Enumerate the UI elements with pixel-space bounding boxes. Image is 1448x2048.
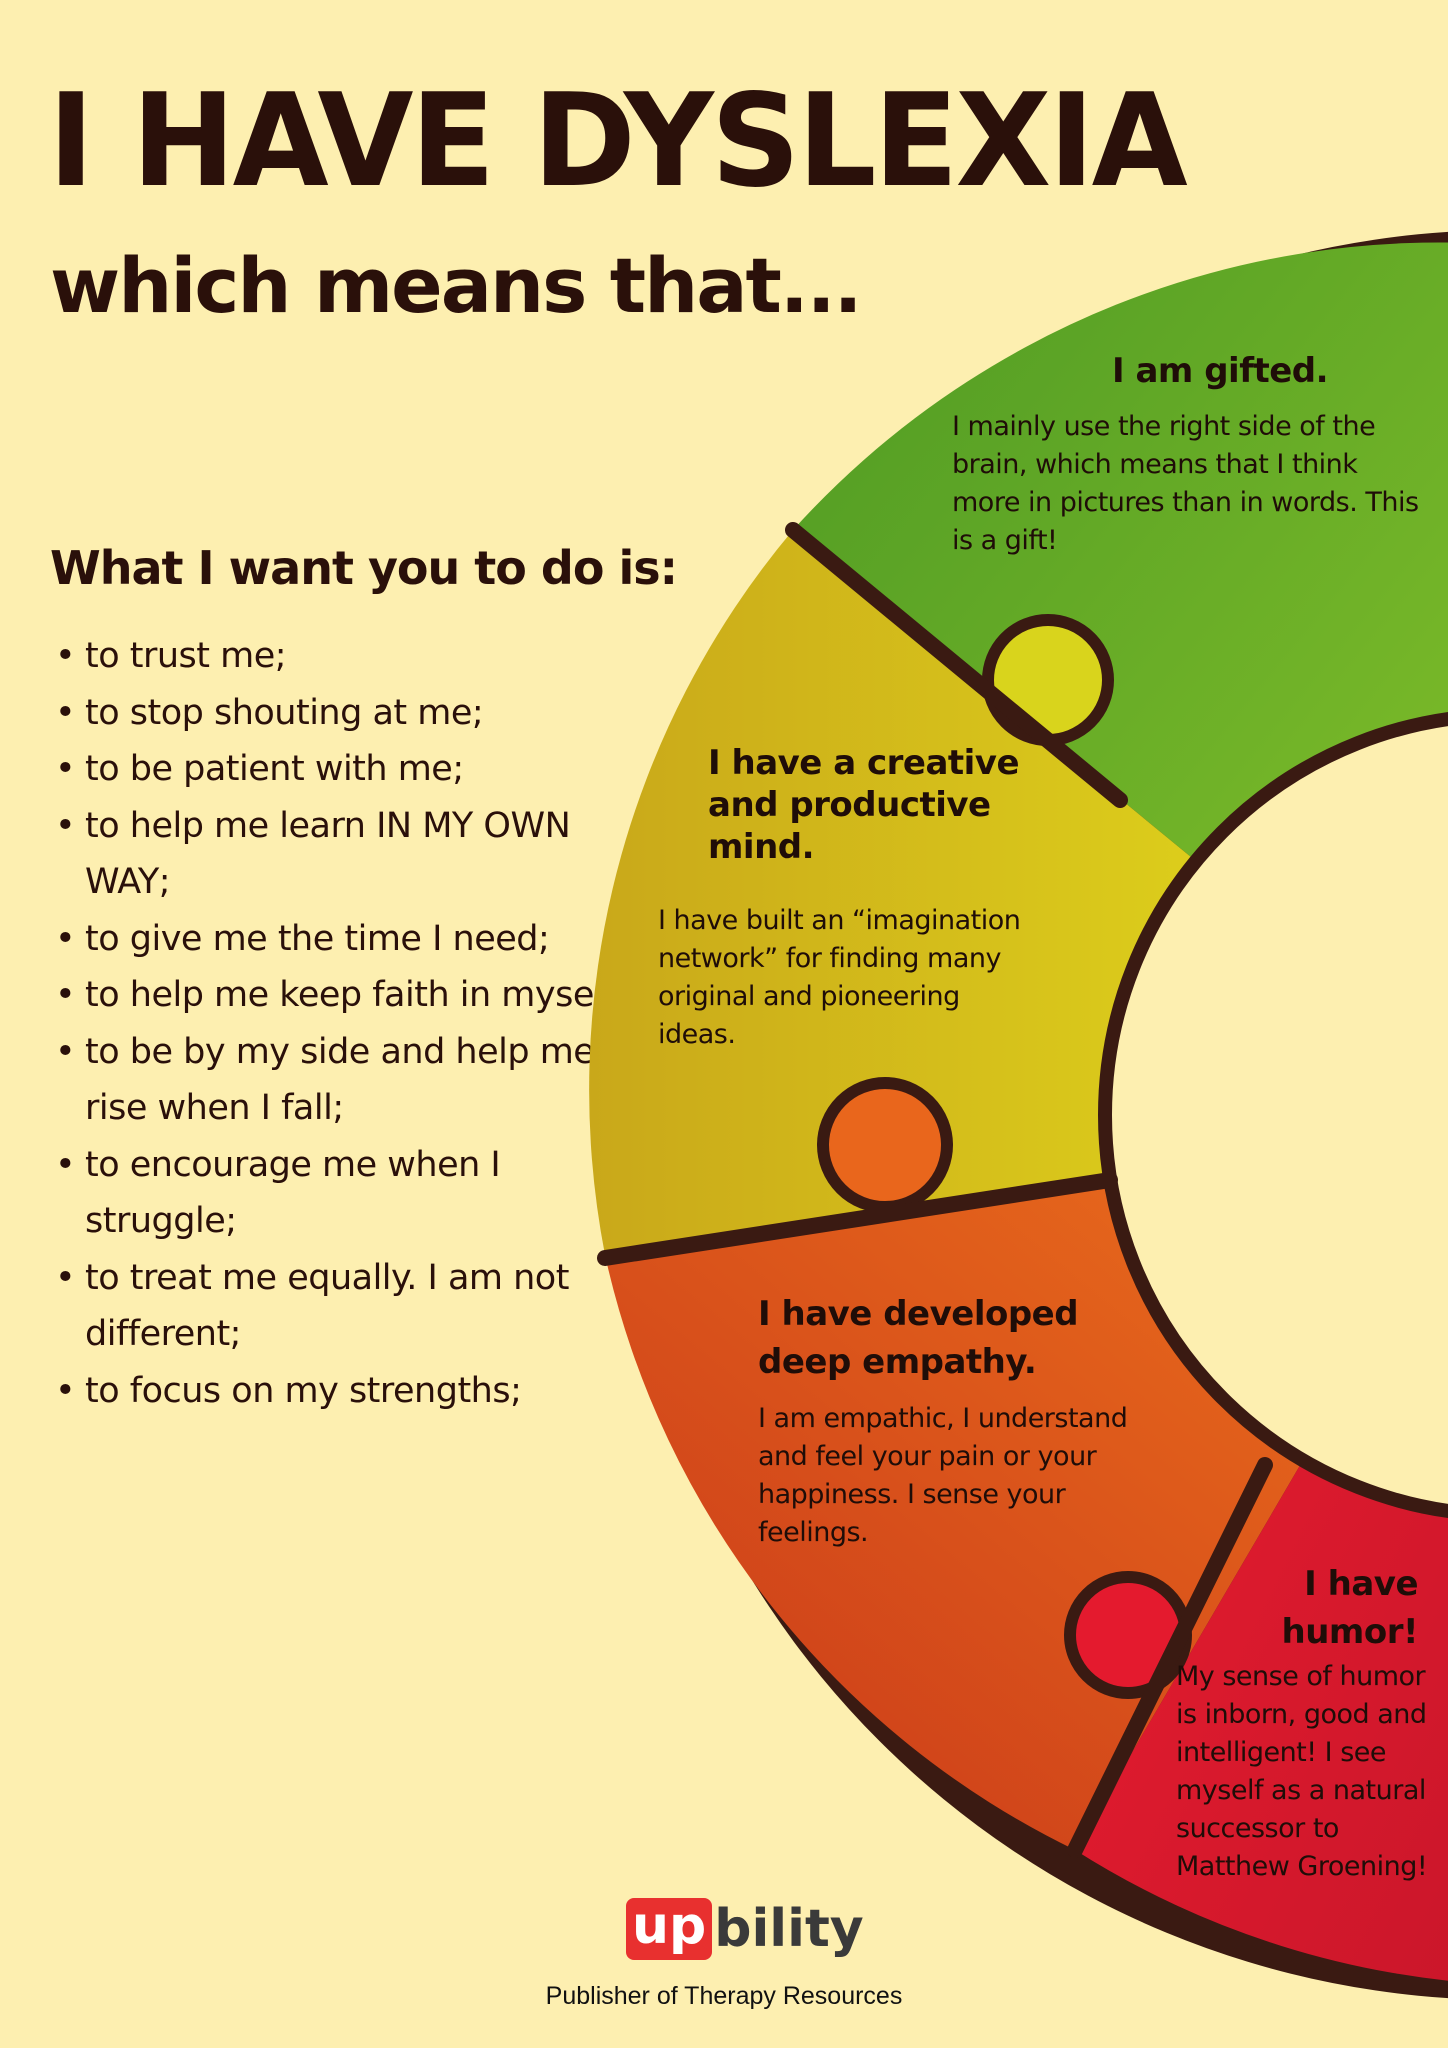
segment-heading: I have developed deep empathy. — [758, 1294, 1079, 1382]
logo-rest: bility — [714, 1899, 864, 1959]
list-item: to be by my side and help me rise when I… — [55, 1024, 645, 1137]
segment-heading: I have a creative and productive mind. — [708, 743, 1020, 867]
segment-body: I mainly use the right side of the brain… — [952, 411, 1419, 556]
segment-body: I have built an “imagination network” fo… — [658, 905, 1021, 1050]
puzzle-tab-green — [982, 614, 1114, 746]
segment-empathy: I have developed deep empathy. I am empa… — [758, 1290, 1158, 1552]
wants-list: to trust me; to stop shouting at me; to … — [0, 628, 645, 1419]
segment-green — [793, 242, 1448, 1069]
page-subtitle: which means that... — [50, 241, 862, 330]
page-title: I HAVE DYSLEXIA — [48, 67, 1188, 216]
divider — [1067, 1457, 1273, 1858]
segment-orange — [605, 1123, 1448, 1850]
tagline: Publisher of Therapy Resources — [545, 1982, 903, 2010]
list-item: to be patient with me; — [55, 741, 645, 798]
segment-humor-body: My sense of humor is inborn, good and in… — [1176, 1658, 1446, 1886]
segment-humor: I have humor! — [1268, 1560, 1419, 1656]
list-item: to trust me; — [55, 628, 645, 685]
upbility-logo: up bility — [626, 1898, 864, 1960]
segment-body: My sense of humor is inborn, good and in… — [1176, 1661, 1428, 1882]
list-item: to help me keep faith in myself; — [55, 967, 645, 1024]
logo-up: up — [626, 1898, 713, 1960]
segment-heading: I am gifted. — [1112, 351, 1329, 391]
divider — [785, 522, 1128, 808]
segment-heading: I have humor! — [1281, 1564, 1419, 1652]
list-item: to give me the time I need; — [55, 911, 645, 968]
segment-creative-body: I have built an “imagination network” fo… — [658, 902, 1038, 1054]
list-item: to help me learn IN MY OWN WAY; — [55, 798, 645, 911]
segment-yellow — [589, 530, 1448, 1255]
list-item: to treat me equally. I am not different; — [55, 1250, 645, 1363]
segment-creative: I have a creative and productive mind. — [708, 742, 1038, 898]
wants-heading: What I want you to do is: — [50, 541, 678, 595]
segment-red — [1075, 1212, 1448, 1981]
ring-inner-edge — [1098, 712, 1448, 1518]
segment-gifted: I am gifted. I mainly use the right side… — [952, 350, 1432, 560]
segment-body: I am empathic, I understand and feel you… — [758, 1403, 1128, 1548]
list-item: to stop shouting at me; — [55, 685, 645, 742]
list-item: to focus on my strengths; — [55, 1363, 645, 1420]
puzzle-tab-orange — [817, 1077, 953, 1213]
list-item: to encourage me when I struggle; — [55, 1137, 645, 1250]
divider — [597, 1172, 1118, 1266]
